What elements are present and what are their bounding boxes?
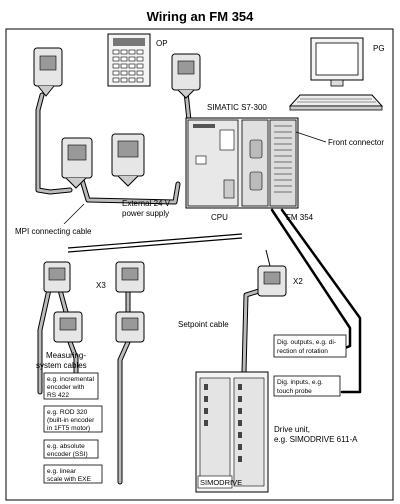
svg-text:e.g. incremental: e.g. incremental <box>47 376 94 383</box>
pg-label: PG <box>373 44 385 53</box>
outer-frame <box>5 28 394 501</box>
encoder-box-linear: e.g. linear scale with EXE <box>43 464 103 484</box>
mpi-connector-pg <box>171 53 201 99</box>
svg-text:rection of rotation: rection of rotation <box>277 348 328 355</box>
measuring-label-1: Measuring- <box>46 351 86 360</box>
encoder-box-absolute: e.g. absolute encoder (SSI) <box>43 439 99 459</box>
x2-connector <box>257 265 287 297</box>
measuring-label-2: system cables <box>36 361 87 370</box>
x3-connector-4 <box>115 311 145 343</box>
svg-text:in 1FT5 motor): in 1FT5 motor) <box>47 425 90 432</box>
io-box-outputs: Dig. outputs, e.g. di- rection of rotati… <box>273 334 347 358</box>
encoder-box-rod320: e.g. ROD 320 (built-in encoder in 1FT5 m… <box>43 405 103 433</box>
svg-text:e.g. ROD 320: e.g. ROD 320 <box>47 409 88 416</box>
x3-label: X3 <box>96 281 106 290</box>
mpi-connector-a <box>61 137 93 189</box>
io-box-inputs: Dig. inputs, e.g. touch probe <box>273 375 341 397</box>
svg-text:e.g. absolute: e.g. absolute <box>47 443 85 450</box>
encoder-box-incremental: e.g. incremental encoder with RS 422 <box>43 372 99 400</box>
front-connector-label: Front connector <box>328 138 384 147</box>
drive-unit <box>195 371 269 493</box>
svg-text:Dig. outputs, e.g. di-: Dig. outputs, e.g. di- <box>277 339 336 346</box>
setpoint-cable-label: Setpoint cable <box>178 320 229 329</box>
op-panel <box>107 33 151 87</box>
svg-text:(built-in encoder: (built-in encoder <box>47 417 95 424</box>
svg-text:encoder with: encoder with <box>47 384 85 391</box>
fm354-label: FM 354 <box>286 213 314 222</box>
ext-power-label-2: power supply <box>122 209 169 218</box>
mpi-connector-op <box>33 47 63 97</box>
svg-text:Dig. inputs, e.g.: Dig. inputs, e.g. <box>277 379 323 386</box>
mpi-connector-b <box>111 133 145 187</box>
op-label: OP <box>156 39 168 48</box>
x3-connector-1 <box>43 261 71 293</box>
cpu-label: CPU <box>211 213 228 222</box>
svg-text:scale with EXE: scale with EXE <box>47 476 92 483</box>
x3-connector-2 <box>115 261 145 293</box>
diagram-title: Wiring an FM 354 <box>147 9 255 24</box>
s7-300-rack <box>185 117 299 209</box>
pg-computer <box>288 37 384 111</box>
x3-trunk-line <box>67 233 243 249</box>
svg-text:RS 422: RS 422 <box>47 392 69 399</box>
x2-label: X2 <box>293 277 303 286</box>
simatic-label: SIMATIC S7-300 <box>207 103 267 112</box>
mpi-cable-label: MPI connecting cable <box>15 227 92 236</box>
svg-text:encoder (SSI): encoder (SSI) <box>47 451 88 458</box>
svg-text:touch probe: touch probe <box>277 388 312 395</box>
svg-text:e.g. linear: e.g. linear <box>47 468 77 475</box>
ext-power-label-1: External 24 V <box>122 199 171 208</box>
x3-connector-3 <box>53 311 83 343</box>
drive-unit-label-1: Drive unit, <box>274 425 310 434</box>
drive-unit-label-2: e.g. SIMODRIVE 611-A <box>274 435 358 444</box>
simodrive-badge: SIMODRIVE <box>200 478 242 487</box>
